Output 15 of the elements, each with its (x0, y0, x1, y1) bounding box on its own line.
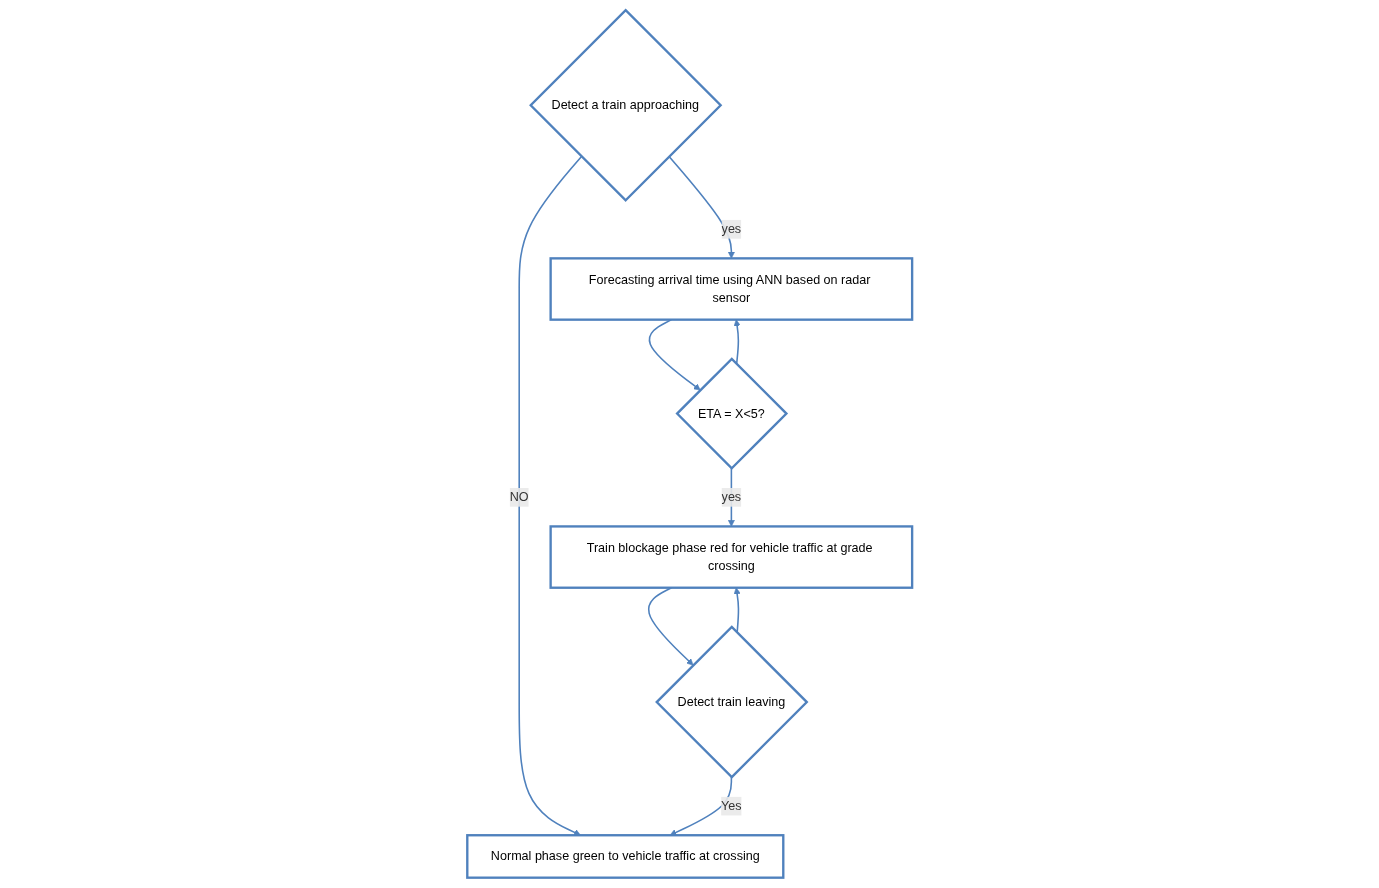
node-box: Train blockage phase red for vehicle traffic at grade crossing (549, 525, 914, 589)
node-diamond: Detect train leaving (654, 625, 809, 779)
arrow (518, 155, 583, 836)
edge-label: NO (509, 490, 529, 504)
arrow (733, 587, 741, 634)
node-diamond: ETA = X<5? (675, 357, 788, 470)
edge-label: yes (721, 490, 741, 504)
arrow (733, 319, 741, 365)
edge-label: Yes (720, 799, 742, 813)
node-box: Forecasting arrival time using ANN based on radar sensor (549, 257, 914, 321)
arrow (668, 155, 735, 259)
node-box: Normal phase green to vehicle traffic at crossing (465, 834, 785, 879)
arrow (669, 776, 732, 836)
edge-label: yes (721, 222, 741, 236)
node-diamond: Detect a train approaching (528, 8, 723, 202)
